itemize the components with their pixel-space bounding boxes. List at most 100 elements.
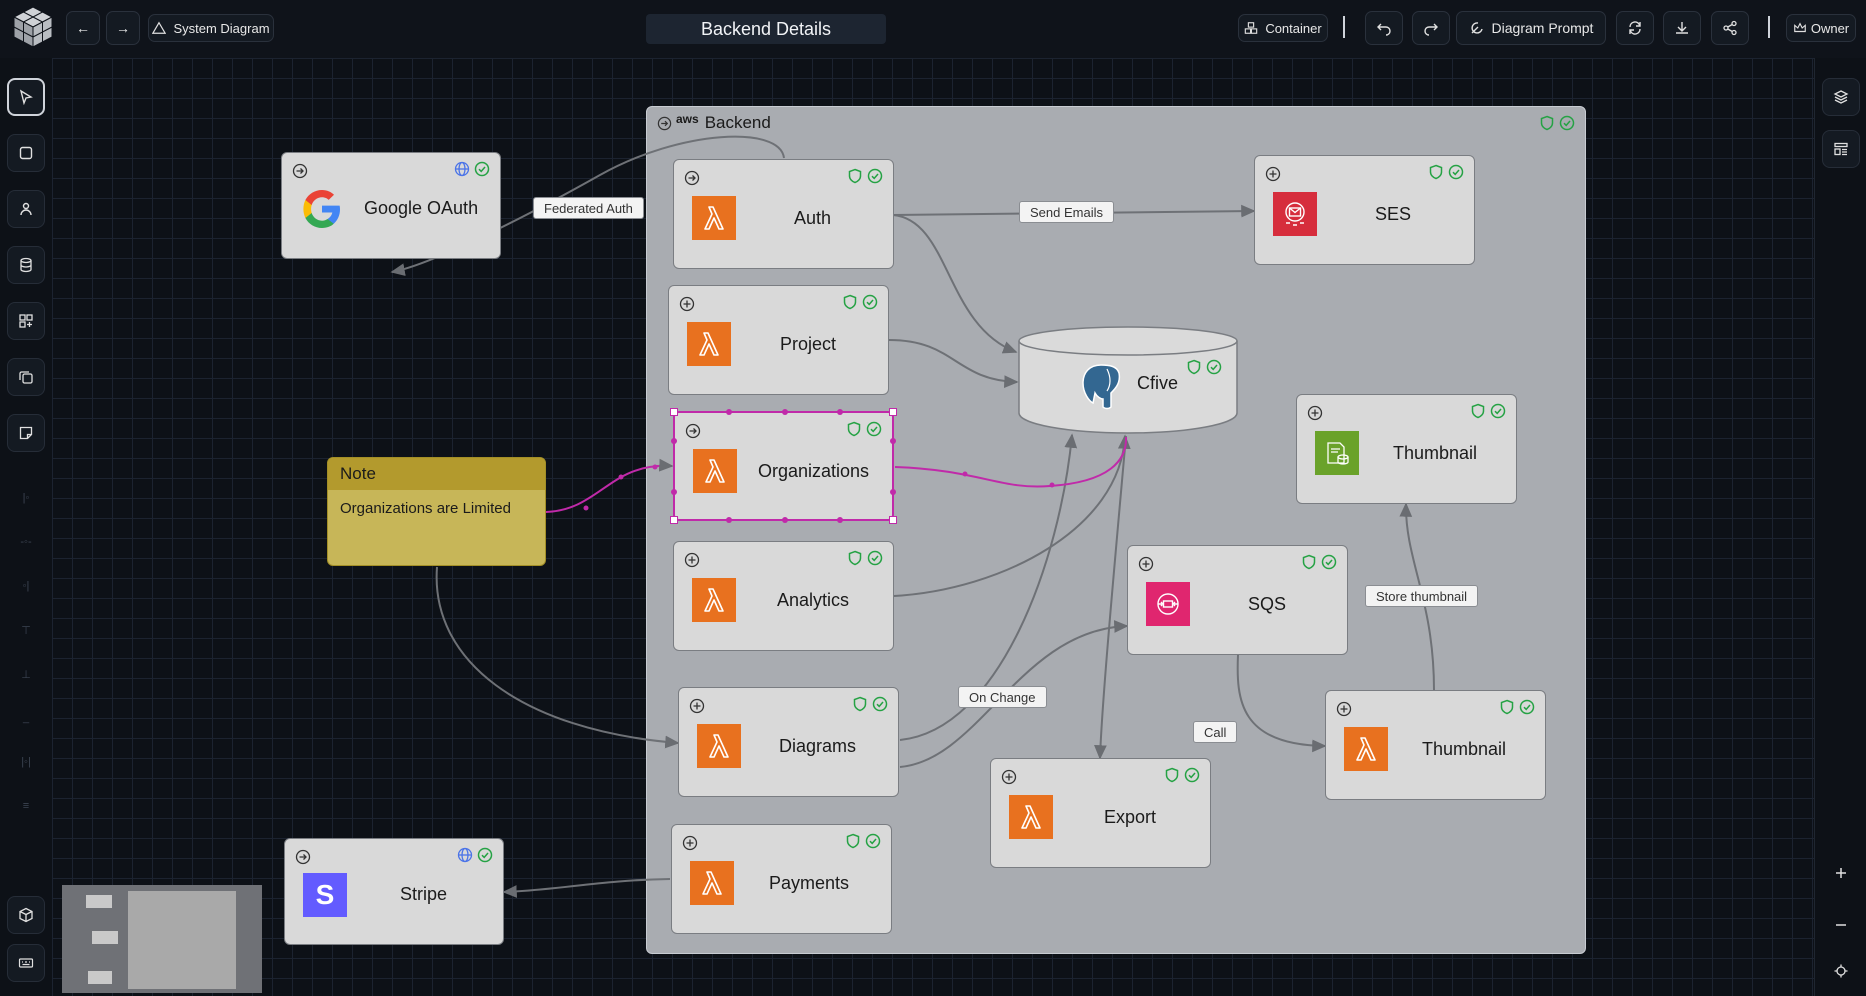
connection-handle[interactable] [782, 409, 788, 415]
plus-circle-icon[interactable] [1307, 405, 1323, 421]
plus-circle-icon[interactable] [679, 296, 695, 312]
aws-lambda-icon [692, 578, 736, 622]
plus-circle-icon[interactable] [1265, 166, 1281, 182]
toolbar-divider [1343, 16, 1345, 38]
toolbar-divider [1768, 16, 1770, 38]
resize-handle[interactable] [670, 516, 678, 524]
note-title: Note [328, 458, 545, 490]
3d-view-button[interactable] [7, 896, 45, 934]
node-export[interactable]: Export [990, 758, 1211, 868]
plus-circle-icon[interactable] [1138, 556, 1154, 572]
plus-circle-icon[interactable] [1001, 769, 1017, 785]
connection-handle[interactable] [726, 517, 732, 523]
redo-button[interactable] [1412, 11, 1450, 45]
container-title: Backend [704, 113, 771, 132]
minimap-viewport[interactable] [128, 891, 236, 989]
owner-badge-button[interactable]: Owner [1786, 14, 1856, 42]
connection-handle[interactable] [837, 517, 843, 523]
aws-logo: aws [676, 112, 699, 126]
nav-forward-button[interactable]: → [106, 11, 140, 45]
keyboard-shortcuts-button[interactable] [7, 944, 45, 982]
edge-label-call[interactable]: Call [1193, 721, 1238, 743]
crown-icon [1794, 22, 1806, 33]
undo-button[interactable] [1365, 11, 1403, 45]
node-cfive-database[interactable] [1017, 325, 1239, 437]
connection-handle[interactable] [837, 409, 843, 415]
connection-handle[interactable] [726, 409, 732, 415]
connection-handle[interactable] [671, 438, 677, 444]
edge-label-on-change[interactable]: On Change [958, 686, 1047, 708]
node-project[interactable]: Project [668, 285, 889, 395]
plus-circle-icon[interactable] [682, 835, 698, 851]
align-top-icon: ⊤ [21, 624, 31, 637]
node-payments[interactable]: Payments [671, 824, 892, 934]
node-analytics[interactable]: Analytics [673, 541, 894, 651]
link-arrow-icon[interactable] [292, 163, 308, 179]
minimap[interactable] [62, 885, 262, 993]
node-organizations[interactable]: Organizations [670, 408, 897, 524]
link-arrow-icon[interactable] [684, 170, 700, 186]
components-tool-button[interactable] [7, 302, 45, 340]
align-center-icon: -◦- [20, 536, 32, 548]
left-toolbar: |◦ -◦- ◦| ⊤ ⊥ _ |◦| ≡ [0, 58, 53, 996]
resize-handle[interactable] [889, 408, 897, 416]
plus-circle-icon[interactable] [1336, 701, 1352, 717]
node-diagrams[interactable]: Diagrams [678, 687, 899, 797]
sticky-note[interactable]: Note Organizations are Limited [327, 457, 546, 566]
shield-check-icon [1429, 164, 1443, 180]
plus-circle-icon[interactable] [684, 552, 700, 568]
shield-check-icon [1302, 554, 1316, 570]
diagram-type-button[interactable]: System Diagram [148, 14, 274, 42]
align-bottom-icon: _ [22, 712, 30, 724]
copy-tool-button[interactable] [7, 358, 45, 396]
node-label: Project [780, 334, 837, 354]
sticky-note-tool-button[interactable] [7, 414, 45, 452]
database-tool-button[interactable] [7, 246, 45, 284]
app-logo[interactable] [10, 4, 56, 50]
edge-label-send-emails[interactable]: Send Emails [1019, 201, 1114, 223]
cube-icon [19, 907, 33, 923]
plus-circle-icon[interactable] [689, 698, 705, 714]
node-google-oauth[interactable]: Google OAuth [281, 152, 501, 259]
link-arrow-icon[interactable] [685, 423, 701, 439]
fit-view-button[interactable] [1822, 952, 1860, 990]
node-badges [847, 168, 883, 184]
diagram-prompt-button[interactable]: Diagram Prompt [1456, 11, 1606, 45]
select-tool-button[interactable] [7, 78, 45, 116]
undo-nav-back-button[interactable]: ← [66, 11, 100, 45]
node-sqs[interactable]: SQS [1127, 545, 1348, 655]
diagram-title[interactable]: Backend Details [646, 14, 886, 44]
right-toolbar [1814, 58, 1866, 996]
node-ses[interactable]: SES [1254, 155, 1475, 265]
edge-label-federated-auth[interactable]: Federated Auth [533, 197, 644, 219]
minus-icon [1836, 924, 1846, 926]
actor-tool-button[interactable] [7, 190, 45, 228]
zoom-in-button[interactable] [1822, 854, 1860, 892]
layers-button[interactable] [1822, 78, 1860, 116]
connection-handle[interactable] [890, 438, 896, 444]
resize-handle[interactable] [670, 408, 678, 416]
node-thumbnail-storage[interactable]: Thumbnail [1296, 394, 1517, 504]
refresh-button[interactable] [1616, 11, 1654, 45]
node-thumbnail-function[interactable]: Thumbnail [1325, 690, 1546, 800]
share-icon [1723, 20, 1737, 36]
connection-handle[interactable] [782, 517, 788, 523]
download-button[interactable] [1663, 11, 1701, 45]
container-badges [1539, 115, 1575, 131]
node-stripe[interactable]: S Stripe [284, 838, 504, 945]
connection-handle[interactable] [890, 489, 896, 495]
panel-button[interactable] [1822, 130, 1860, 168]
node-auth[interactable]: Auth [673, 159, 894, 269]
link-arrow-icon[interactable] [657, 116, 672, 131]
arrow-right-icon: → [116, 20, 130, 36]
link-arrow-icon[interactable] [295, 849, 311, 865]
share-button[interactable] [1711, 11, 1749, 45]
shield-check-icon [848, 168, 862, 184]
edge-label-store-thumbnail[interactable]: Store thumbnail [1365, 585, 1479, 607]
node-badges [845, 833, 881, 849]
zoom-out-button[interactable] [1822, 906, 1860, 944]
container-button[interactable]: Container [1238, 14, 1328, 42]
connection-handle[interactable] [671, 489, 677, 495]
resize-handle[interactable] [889, 516, 897, 524]
rectangle-tool-button[interactable] [7, 134, 45, 172]
